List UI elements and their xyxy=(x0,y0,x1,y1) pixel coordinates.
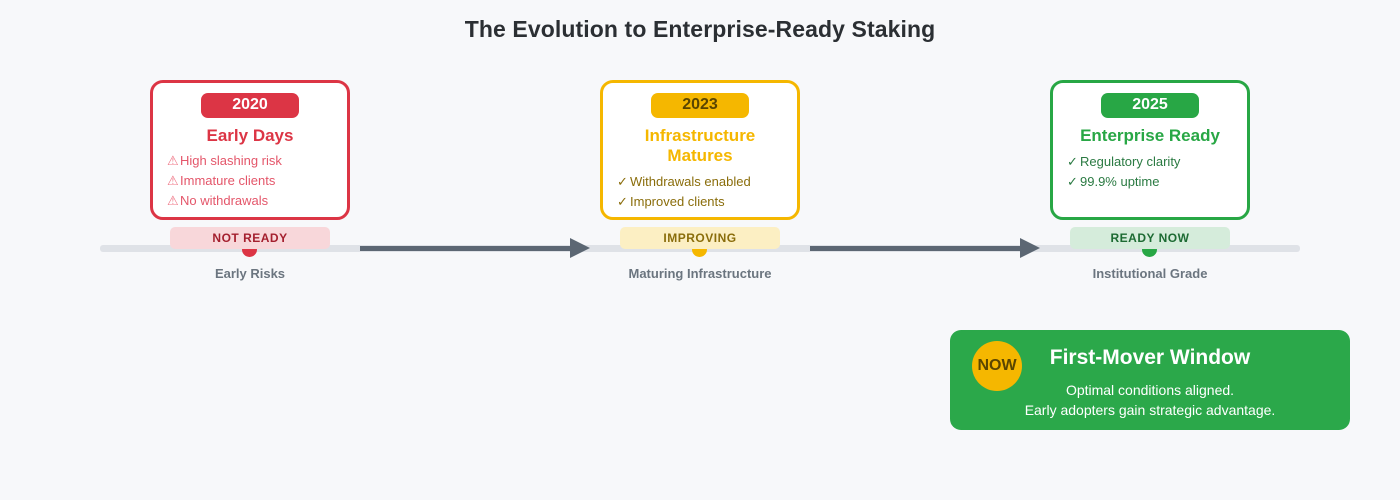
stage-bullet-list: ⚠High slashing risk ⚠Immature clients ⚠N… xyxy=(165,151,335,211)
page-title: The Evolution to Enterprise-Ready Stakin… xyxy=(464,16,936,42)
list-item-label: 99.9% uptime xyxy=(1080,173,1160,189)
stage-title: Early Days xyxy=(206,126,294,145)
callout-subtext: Optimal conditions aligned. Early adopte… xyxy=(950,380,1350,421)
arrow-shaft xyxy=(360,246,572,251)
stage-bullet-list: ✓Regulatory clarity ✓99.9% uptime xyxy=(1065,152,1235,192)
list-item: ✓Withdrawals enabled xyxy=(617,172,785,192)
stage-card-2023: 2023 Infrastructure Matures ✓Withdrawals… xyxy=(600,80,800,220)
stage-card-2025: 2025 Enterprise Ready ✓Regulatory clarit… xyxy=(1050,80,1250,220)
timeline-caption-2023: Maturing Infrastructure xyxy=(628,266,772,281)
callout-header: NOW First-Mover Window xyxy=(950,330,1350,391)
list-item-label: High slashing risk xyxy=(180,153,282,169)
list-item: ✓99.9% uptime xyxy=(1067,172,1235,192)
list-item-label: No withdrawals xyxy=(180,192,269,208)
stage-card-2020: 2020 Early Days ⚠High slashing risk ⚠Imm… xyxy=(150,80,350,220)
year-pill-wrap: 2023 xyxy=(615,93,785,123)
stage-title: Infrastructure Matures xyxy=(644,126,756,166)
list-item: ⚠No withdrawals xyxy=(167,191,335,211)
check-icon: ✓ xyxy=(617,174,628,190)
warning-icon: ⚠ xyxy=(167,192,179,208)
callout-subtext-line-1: Optimal conditions aligned. xyxy=(1065,382,1235,398)
year-pill-wrap: 2025 xyxy=(1065,93,1235,123)
list-item: ✓Regulatory clarity xyxy=(1067,152,1235,172)
arrow-head-icon xyxy=(570,238,590,258)
status-badge-ready-now: READY NOW xyxy=(1070,227,1230,249)
warning-icon: ⚠ xyxy=(167,172,179,188)
list-item-label: Withdrawals enabled xyxy=(630,174,751,190)
list-item: ⚠High slashing risk xyxy=(167,151,335,171)
check-icon: ✓ xyxy=(1067,154,1078,170)
year-badge: 2025 xyxy=(1101,93,1199,118)
timeline-caption-2020: Early Risks xyxy=(214,266,286,281)
list-item-label: Improved clients xyxy=(630,193,725,209)
stage-title: Enterprise Ready xyxy=(1080,126,1220,145)
stage-bullet-list: ✓Withdrawals enabled ✓Improved clients xyxy=(615,172,785,212)
timeline-arrow-1 xyxy=(360,238,590,258)
status-badge-improving: IMPROVING xyxy=(620,227,780,249)
status-badge-not-ready: NOT READY xyxy=(170,227,330,249)
check-icon: ✓ xyxy=(1067,173,1078,189)
warning-icon: ⚠ xyxy=(167,153,179,169)
list-item-label: Regulatory clarity xyxy=(1080,154,1181,170)
first-mover-callout: NOW First-Mover Window Optimal condition… xyxy=(950,330,1350,430)
callout-title: First-Mover Window xyxy=(1049,346,1251,369)
timeline-caption-2025: Institutional Grade xyxy=(1092,266,1208,281)
check-icon: ✓ xyxy=(617,193,628,209)
list-item: ✓Improved clients xyxy=(617,192,785,212)
list-item-label: Immature clients xyxy=(180,172,276,188)
now-badge: NOW xyxy=(972,341,1022,391)
arrow-shaft xyxy=(810,246,1022,251)
arrow-head-icon xyxy=(1020,238,1040,258)
year-badge: 2020 xyxy=(201,93,299,118)
year-badge: 2023 xyxy=(651,93,749,118)
callout-subtext-line-2: Early adopters gain strategic advantage. xyxy=(1024,402,1276,419)
year-pill-wrap: 2020 xyxy=(165,93,335,123)
list-item: ⚠Immature clients xyxy=(167,171,335,191)
timeline-arrow-2 xyxy=(810,238,1040,258)
